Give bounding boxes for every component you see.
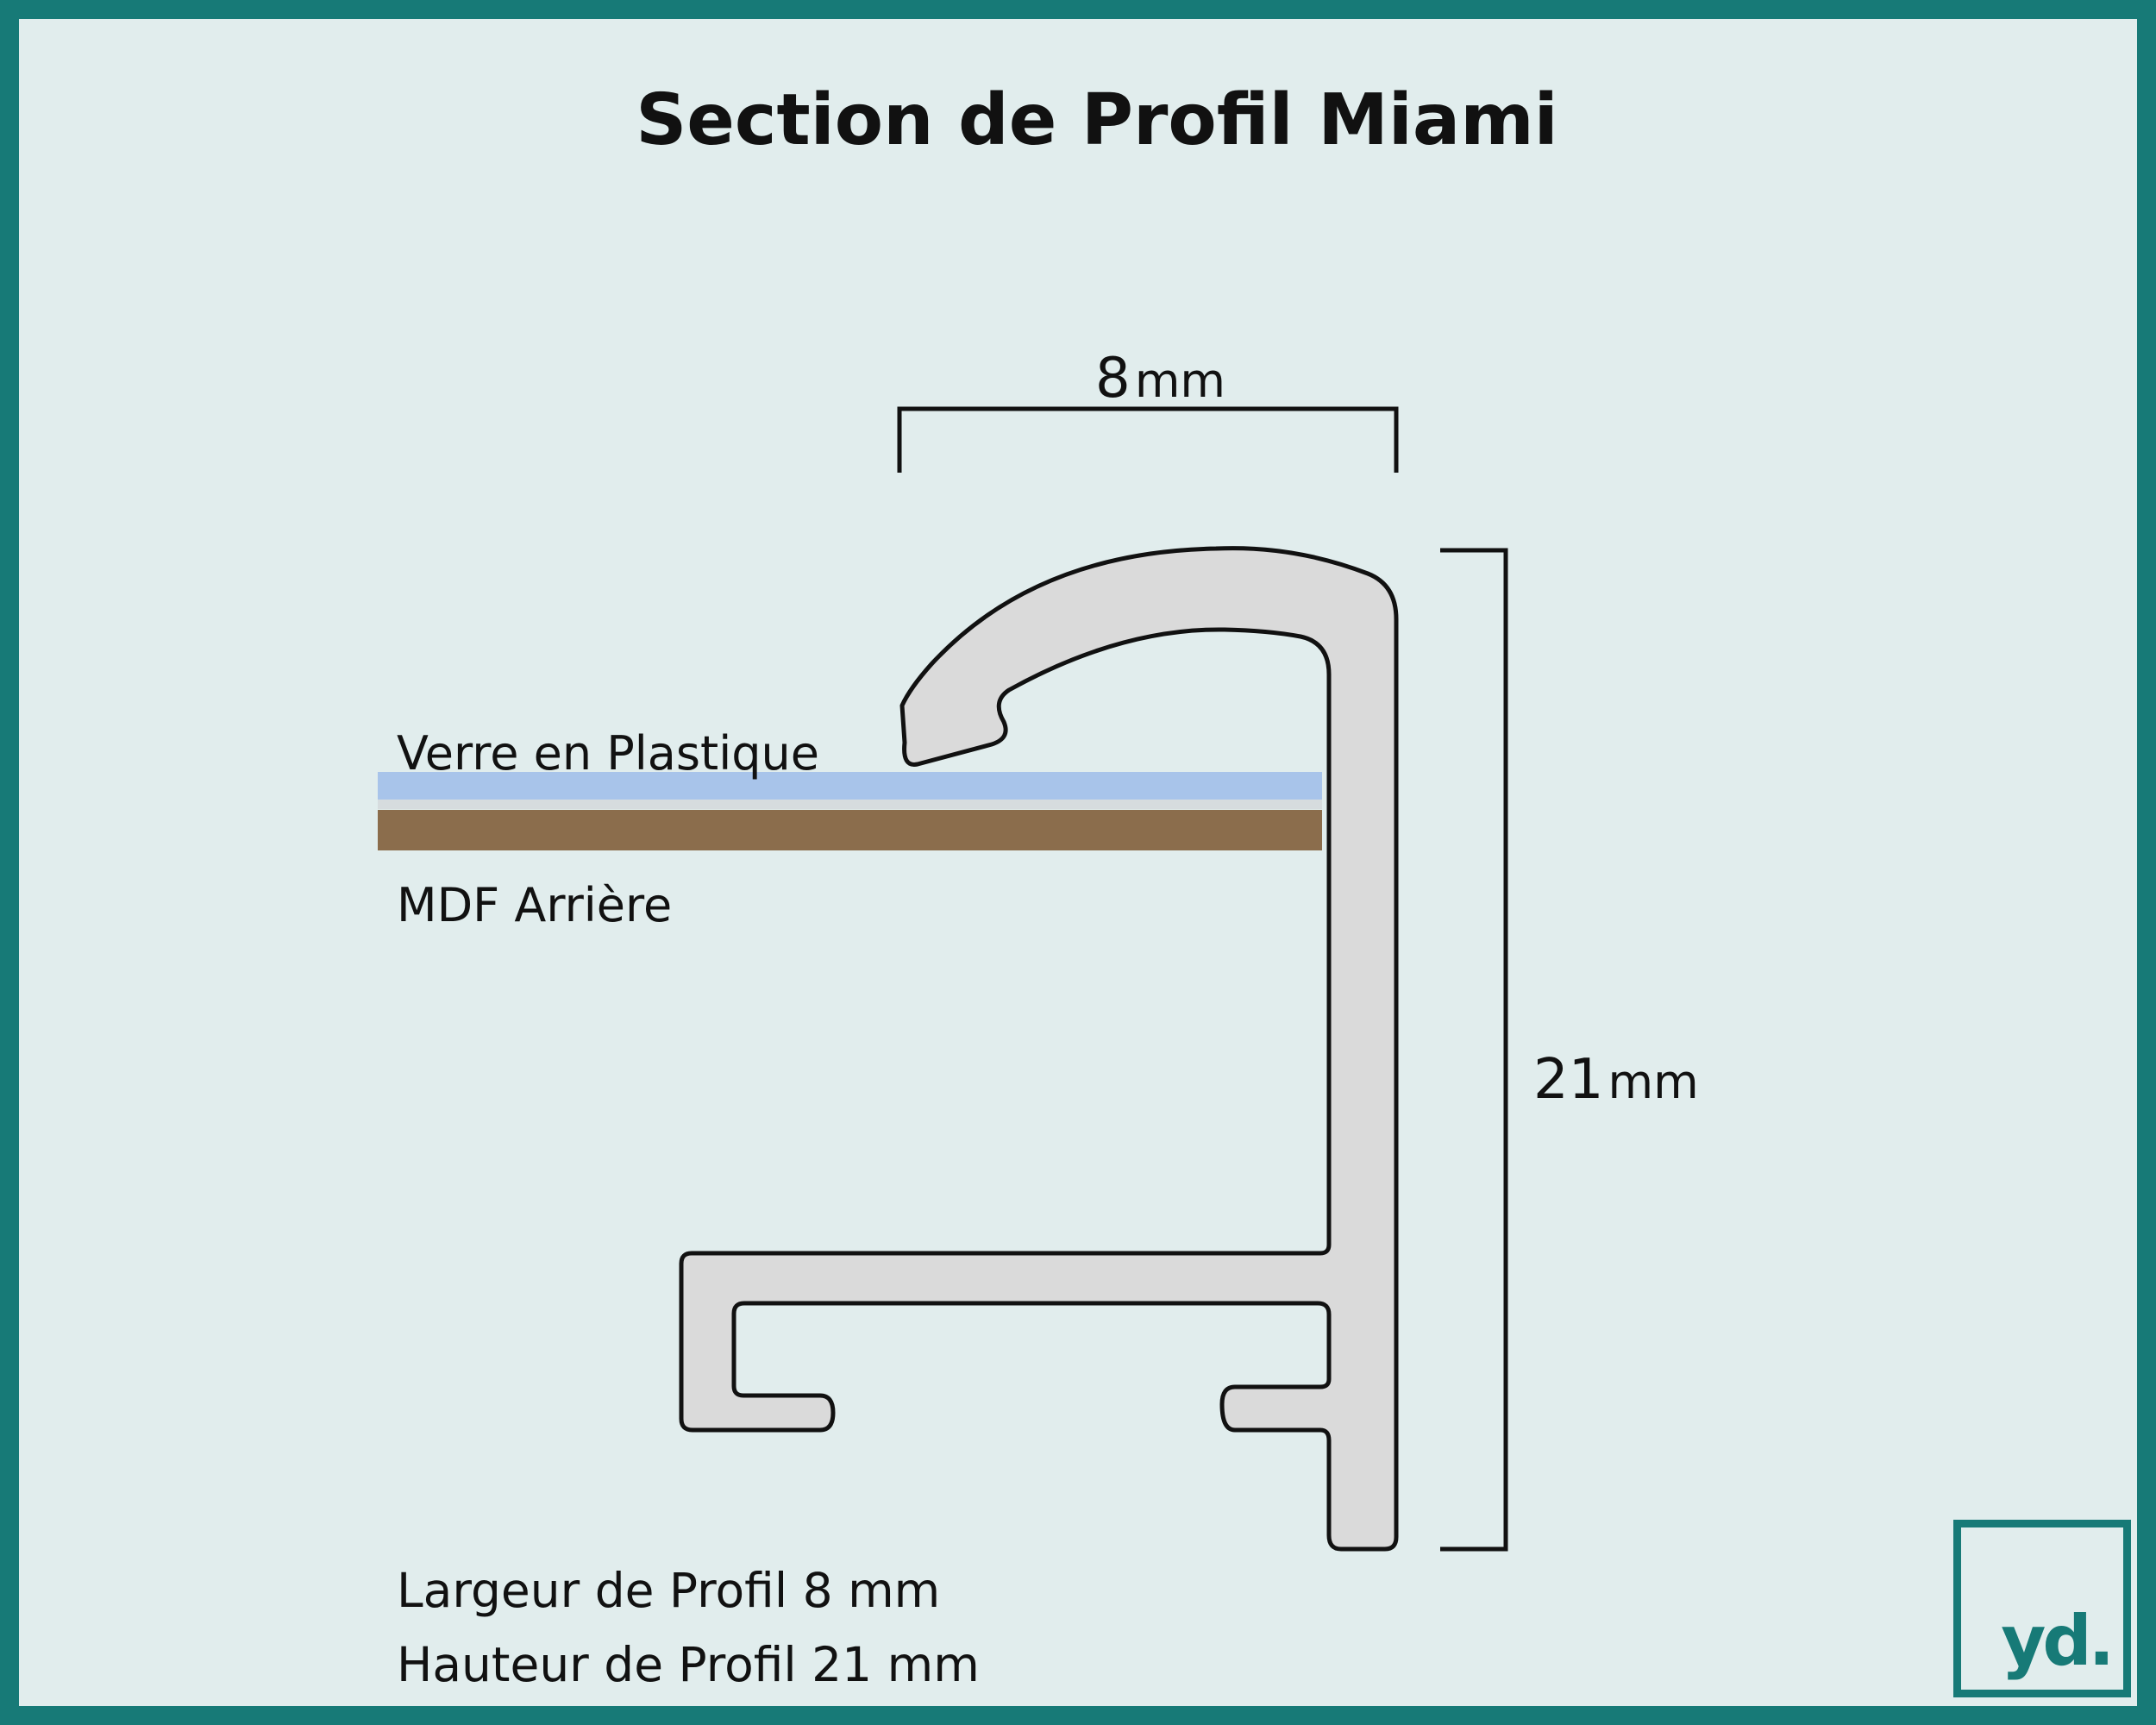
width-dimension-unit: mm xyxy=(1134,354,1226,408)
width-dimension-label: 8 mm xyxy=(1095,347,1225,411)
height-dimension-unit: mm xyxy=(1608,1055,1699,1109)
width-dimension-bracket xyxy=(897,406,1399,473)
diagram-title: Section de Profil Miami xyxy=(636,79,1558,161)
glass-layer xyxy=(378,772,1322,800)
profile-diagram xyxy=(378,406,1508,1552)
brand-logo-text: yd. xyxy=(2001,1601,2115,1681)
profile-cross-section xyxy=(679,546,1399,1552)
footer-width-text: Largeur de Profil 8 mm xyxy=(397,1563,941,1618)
height-dimension-label: 21 mm xyxy=(1533,1048,1699,1112)
brand-logo: yd. xyxy=(1953,1520,2131,1697)
glass-layer-label: Verre en Plastique xyxy=(397,726,819,781)
mdf-layer-label: MDF Arrière xyxy=(397,878,673,932)
glass-gap xyxy=(378,800,1322,809)
height-dimension-bracket xyxy=(1440,548,1508,1552)
mdf-backing-layer xyxy=(378,810,1322,850)
height-dimension-value: 21 xyxy=(1533,1048,1604,1112)
footer-height-text: Hauteur de Profil 21 mm xyxy=(397,1637,980,1692)
width-dimension-value: 8 xyxy=(1095,347,1131,411)
